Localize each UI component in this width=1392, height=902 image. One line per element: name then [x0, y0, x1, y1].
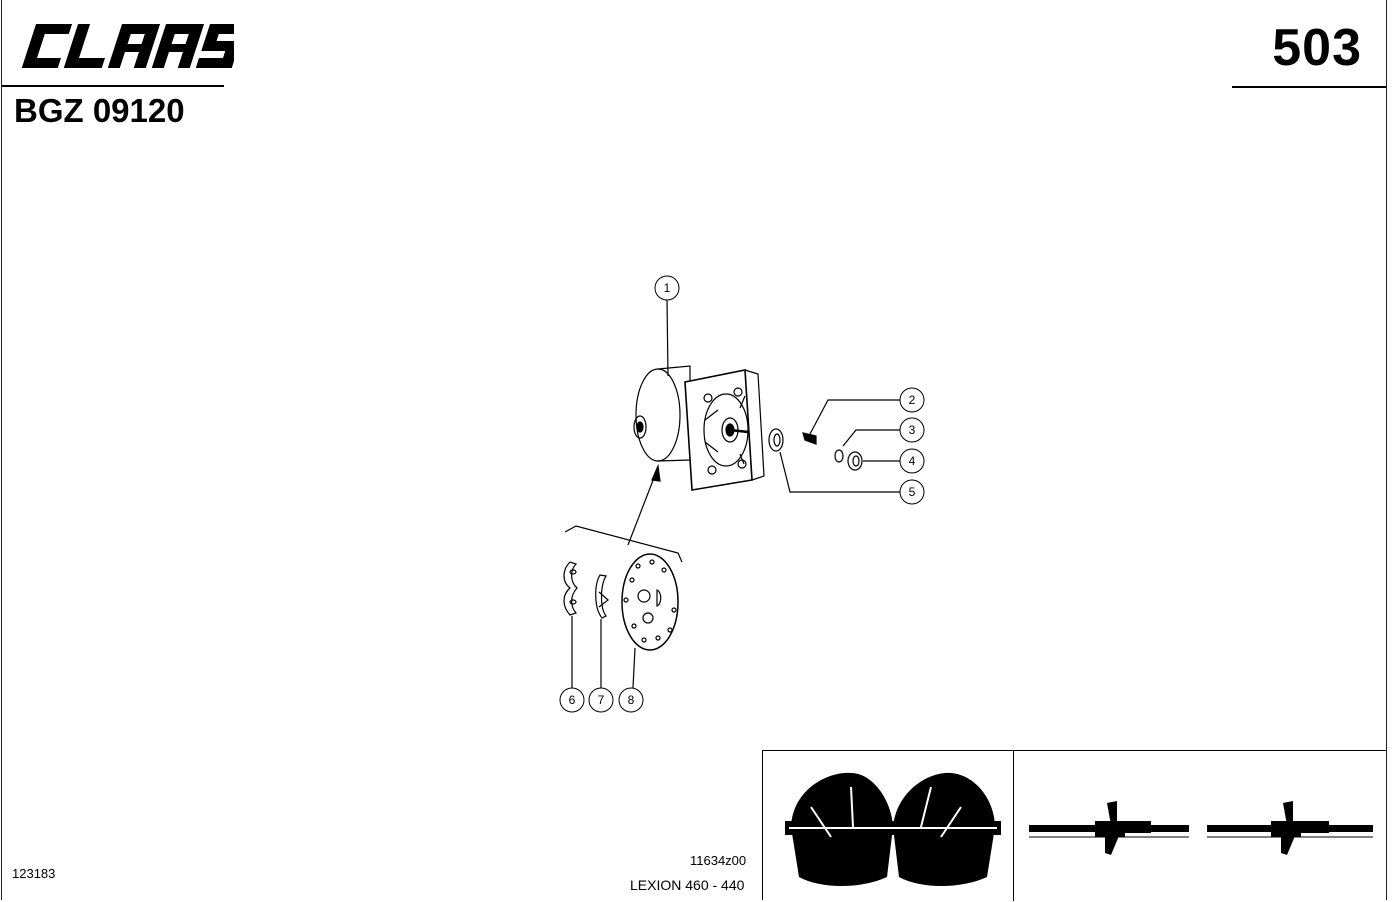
callout-4	[899, 448, 925, 474]
diagram-drawing: 1 2 3 4 5 6 7 8	[559, 275, 925, 713]
callout-label-5: 5	[909, 485, 916, 499]
callout-label-6: 6	[569, 693, 576, 707]
document-id: 123183	[12, 866, 56, 881]
callout-3	[899, 417, 925, 443]
header-rule-right	[1232, 86, 1386, 88]
page-number: 503	[1272, 19, 1362, 77]
claas-logo-graphic	[21, 24, 247, 68]
header-rule-left	[2, 85, 224, 87]
front-thumbnail-graphic	[785, 772, 1001, 886]
callout-label-2: 2	[909, 393, 916, 407]
callout-6	[559, 687, 585, 713]
callout-label-3: 3	[909, 423, 916, 437]
callout-label-1: 1	[664, 281, 671, 295]
thumbnail-divider	[1013, 751, 1014, 901]
callout-7	[588, 687, 614, 713]
callout-8	[618, 687, 644, 713]
part-code: BGZ 09120	[14, 92, 185, 129]
callout-label-4: 4	[909, 454, 916, 468]
side-thumbnail-graphic	[1029, 801, 1373, 855]
exploded-parts-diagram: 1 2 3 4 5 6 7 8	[540, 270, 960, 720]
callout-label-7: 7	[598, 693, 605, 707]
hydraulic-pump-icon	[633, 365, 765, 491]
model-label: LEXION 460 - 440	[630, 877, 745, 893]
page-frame-right	[1386, 0, 1387, 900]
combine-header-side-thumbnail-icon	[1021, 791, 1381, 861]
callout-1	[654, 275, 680, 301]
claas-logo-icon	[12, 18, 247, 74]
callout-label-8: 8	[628, 693, 635, 707]
page-frame-left	[1, 0, 2, 900]
callout-5	[899, 479, 925, 505]
location-thumbnail-box	[762, 750, 1386, 901]
combine-header-front-thumbnail-icon	[771, 767, 1003, 897]
callout-2	[899, 387, 925, 413]
drawing-id: 11634z00	[690, 853, 747, 868]
